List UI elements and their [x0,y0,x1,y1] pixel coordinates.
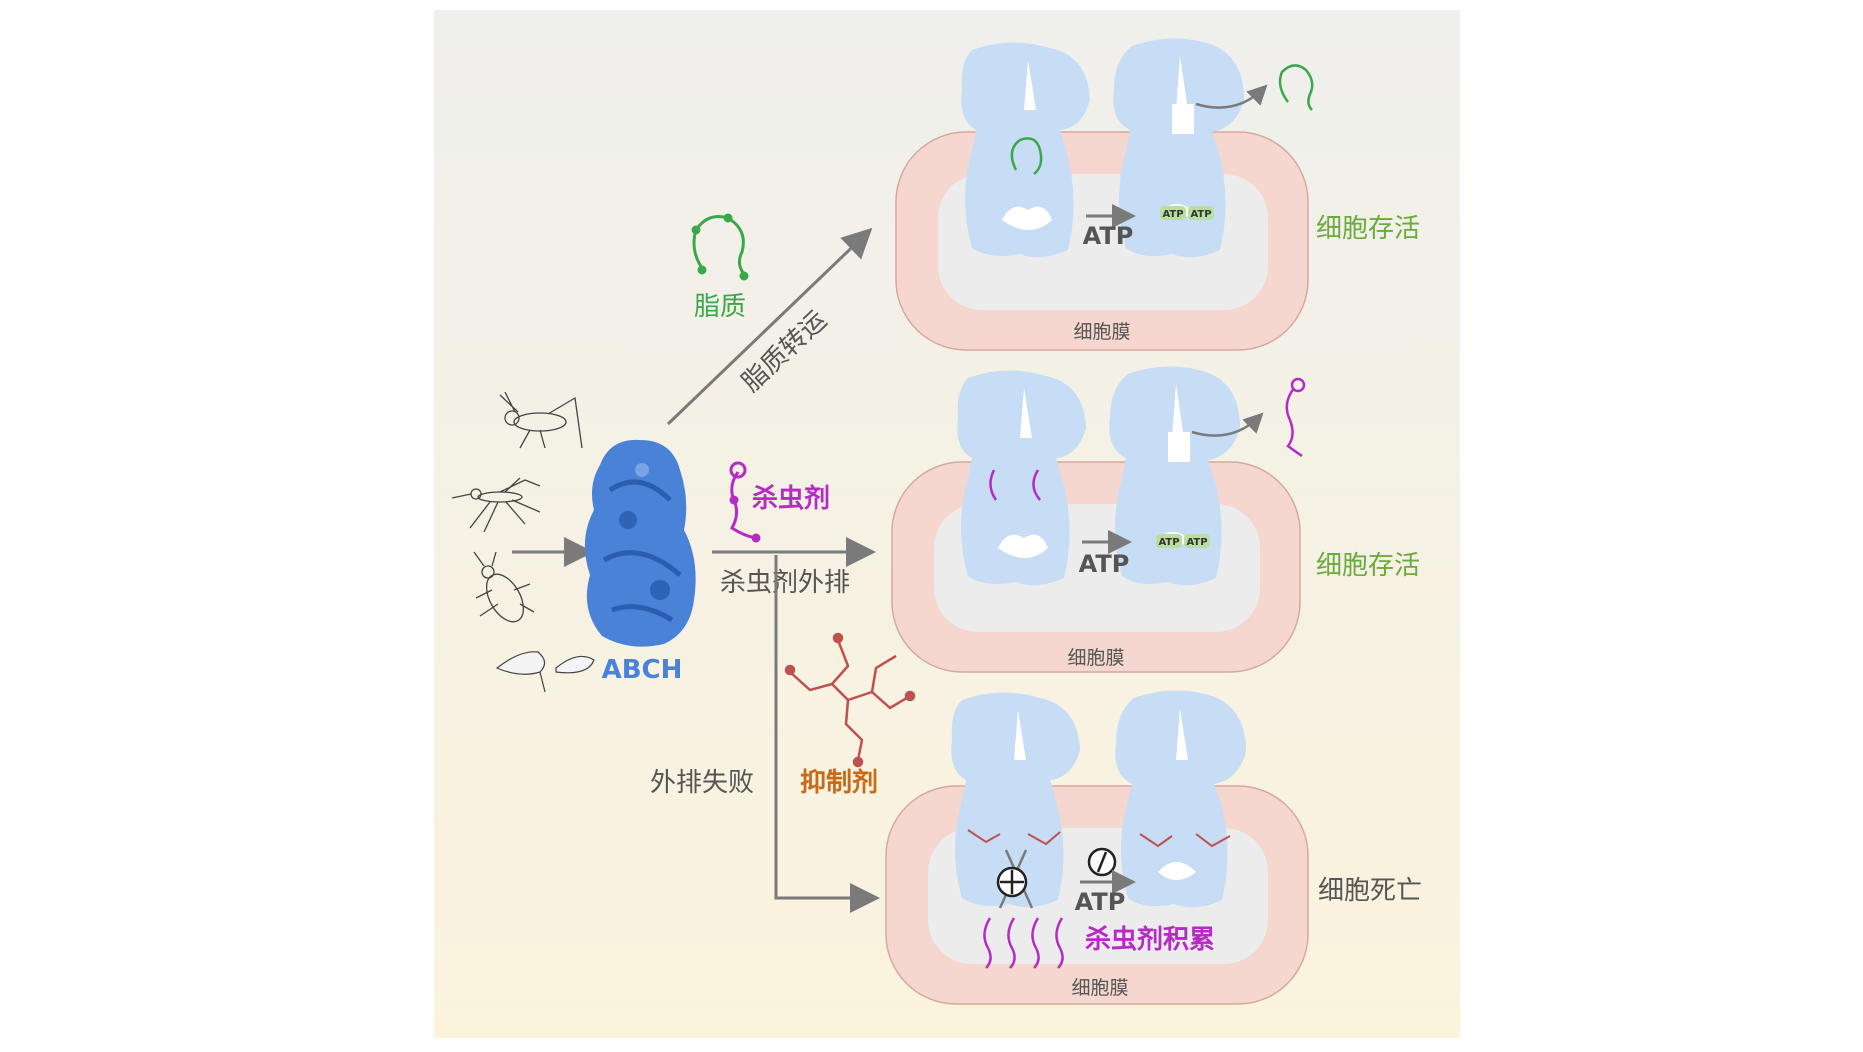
atp-label: ATP [1083,222,1134,250]
lipid-label: 脂质 [694,292,746,322]
inhibitor-molecule-icon [784,632,916,768]
lipid-released-icon [1278,64,1314,111]
membrane-label: 细胞膜 [1071,977,1128,999]
insecticide-label: 杀虫剂 [752,483,830,514]
membrane-label: 细胞膜 [1067,647,1124,669]
inhibitor-bound-icon [967,829,1061,846]
insecticide-bound-icon [989,469,1041,501]
transporter-closed [951,692,1080,908]
insecticide-efflux-label: 杀虫剂外排 [720,568,850,598]
outcome-label: 细胞存活 [1316,214,1420,244]
blocked-entry-icon [996,849,1034,909]
atp-badge [1184,534,1210,548]
lipid-bound-icon [1010,137,1043,175]
grasshopper-icon [499,391,583,449]
cell-panel-1: ATP ATP ATP 细胞膜 细胞存活 [895,38,1420,351]
inhibit-icon [1087,847,1117,877]
outcome-label: 细胞存活 [1316,551,1420,581]
inhibitor-bound-icon [1139,833,1231,848]
atp-badge [1156,534,1182,548]
lipid-release-arrow [1195,84,1268,109]
efflux-failure-arrow [774,555,880,913]
lipid-transport-arrow [666,227,873,426]
transporter-blocked [1115,690,1246,908]
efflux-failure-label: 外排失败 [650,768,754,798]
cell-panel-3: ATP 杀虫剂积累 细胞膜 细胞死亡 [885,690,1422,1005]
transporter-closed [957,370,1086,586]
membrane-label: 细胞膜 [1073,321,1130,343]
accumulation-label: 杀虫剂积累 [1085,924,1215,955]
outcome-label: 细胞死亡 [1318,876,1422,906]
insecticide-released-icon [1285,387,1303,458]
inhibitor-label: 抑制剂 [800,768,878,798]
atp-badge-label: ATP [1190,209,1211,220]
beetle-icon [473,551,535,623]
atp-badge [1160,206,1186,220]
mosquito-icon [451,477,541,533]
cell-panel-2: ATP ATP ATP 细胞膜 细胞存活 [891,366,1420,673]
atp-badge-label: ATP [1158,537,1179,548]
moth-icon [495,651,595,693]
atp-badge-label: ATP [1186,537,1207,548]
lipid-molecule-icon [691,213,749,281]
transporter-closed [961,42,1090,258]
atp-badge-label: ATP [1162,209,1183,220]
atp-badge [1188,206,1214,220]
abch-protein-structure [584,439,696,647]
insecticide-accumulation-icon [983,917,1064,969]
insecticide-release-arrow [1191,412,1264,437]
atp-label: ATP [1079,550,1130,578]
insecticide-molecule-icon [729,461,761,543]
abch-label: ABCH [602,655,683,685]
atp-label: ATP [1075,888,1126,916]
